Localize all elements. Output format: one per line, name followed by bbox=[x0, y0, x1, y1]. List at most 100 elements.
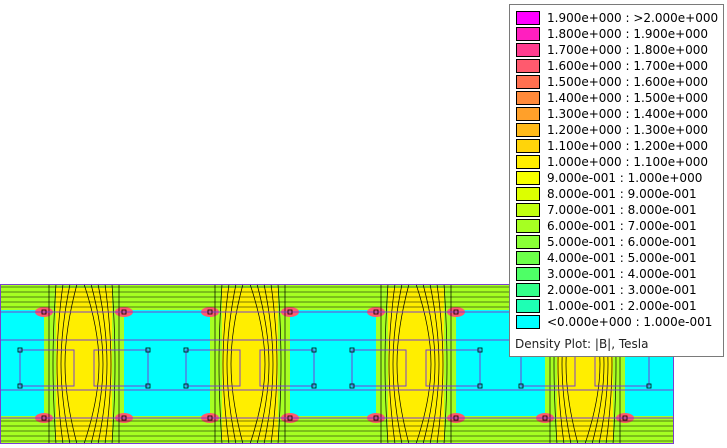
flux-line bbox=[388, 283, 396, 445]
pole-core-field bbox=[56, 288, 112, 440]
legend-color-swatch bbox=[516, 139, 540, 153]
flux-line bbox=[222, 283, 230, 445]
mesh-node bbox=[477, 383, 483, 389]
domain-boundary bbox=[0, 284, 674, 444]
mesh-node bbox=[207, 415, 213, 421]
mesh-node bbox=[311, 347, 317, 353]
mesh-node bbox=[349, 347, 355, 353]
legend-item: 3.000e-001 : 4.000e-001 bbox=[516, 267, 721, 283]
mesh-node bbox=[287, 309, 293, 315]
legend-item-label: 9.000e-001 : 1.000e+000 bbox=[547, 171, 703, 185]
legend-item-label: 1.100e+000 : 1.200e+000 bbox=[547, 139, 709, 153]
mesh-node bbox=[622, 415, 628, 421]
legend-color-swatch bbox=[516, 251, 540, 265]
legend-item-label: 1.900e+000 : >2.000e+000 bbox=[547, 11, 719, 25]
flux-line bbox=[104, 283, 112, 445]
legend-color-swatch bbox=[516, 235, 540, 249]
legend-item: 5.000e-001 : 6.000e-001 bbox=[516, 235, 721, 251]
flux-line bbox=[60, 283, 71, 445]
legend-color-swatch bbox=[516, 43, 540, 57]
mesh-node bbox=[145, 347, 151, 353]
flux-line bbox=[422, 283, 436, 445]
legend-item: 1.000e+000 : 1.100e+000 bbox=[516, 155, 721, 171]
legend-item: 1.600e+000 : 1.700e+000 bbox=[516, 59, 721, 75]
flux-line bbox=[256, 283, 270, 445]
legend-item: 9.000e-001 : 1.000e+000 bbox=[516, 171, 721, 187]
legend-item-label: 4.000e-001 : 5.000e-001 bbox=[547, 251, 697, 265]
legend-title: Density Plot: |B|, Tesla bbox=[515, 337, 649, 351]
mesh-node bbox=[373, 309, 379, 315]
mesh-node bbox=[477, 347, 483, 353]
coil-outline bbox=[351, 349, 407, 387]
color-legend: 1.900e+000 : >2.000e+000 1.800e+000 : 1.9… bbox=[509, 4, 724, 357]
mesh-node bbox=[41, 309, 47, 315]
legend-item-label: 1.700e+000 : 1.800e+000 bbox=[547, 43, 709, 57]
legend-color-swatch bbox=[516, 283, 540, 297]
legend-item: 4.000e-001 : 5.000e-001 bbox=[516, 251, 721, 267]
legend-item-label: 1.500e+000 : 1.600e+000 bbox=[547, 75, 709, 89]
legend-item: 1.700e+000 : 1.800e+000 bbox=[516, 43, 721, 59]
legend-color-swatch bbox=[516, 123, 540, 137]
legend-item-label: 1.300e+000 : 1.400e+000 bbox=[547, 107, 709, 121]
legend-item: 1.100e+000 : 1.200e+000 bbox=[516, 139, 721, 155]
flux-line bbox=[226, 283, 237, 445]
mesh-node bbox=[349, 383, 355, 389]
flux-line bbox=[277, 283, 282, 445]
mesh-node bbox=[311, 383, 317, 389]
legend-item-label: 3.000e-001 : 4.000e-001 bbox=[547, 267, 697, 281]
flux-line bbox=[249, 283, 266, 445]
legend-item: 1.900e+000 : >2.000e+000 bbox=[516, 11, 721, 27]
flux-line bbox=[270, 283, 278, 445]
flux-line bbox=[436, 283, 444, 445]
legend-item: <0.000e+000 : 1.000e-001 bbox=[516, 315, 721, 331]
legend-item: 1.800e+000 : 1.900e+000 bbox=[516, 27, 721, 43]
legend-item-label: 1.800e+000 : 1.900e+000 bbox=[547, 27, 709, 41]
legend-color-swatch bbox=[516, 203, 540, 217]
legend-item: 1.300e+000 : 1.400e+000 bbox=[516, 107, 721, 123]
mesh-node bbox=[207, 309, 213, 315]
legend-item: 1.200e+000 : 1.300e+000 bbox=[516, 123, 721, 139]
flux-line bbox=[384, 283, 389, 445]
flux-line bbox=[443, 283, 448, 445]
legend-item-label: 1.400e+000 : 1.500e+000 bbox=[547, 91, 709, 105]
legend-item-label: 7.000e-001 : 8.000e-001 bbox=[547, 203, 697, 217]
legend-color-swatch bbox=[516, 187, 540, 201]
legend-color-swatch bbox=[516, 59, 540, 73]
flux-line bbox=[83, 283, 100, 445]
mesh-node bbox=[41, 415, 47, 421]
legend-color-swatch bbox=[516, 267, 540, 281]
legend-item: 2.000e-001 : 3.000e-001 bbox=[516, 283, 721, 299]
flux-line bbox=[415, 283, 432, 445]
coil-outline bbox=[19, 349, 75, 387]
flux-line bbox=[396, 283, 410, 445]
flux-line bbox=[230, 283, 244, 445]
legend-item-label: 1.000e+000 : 1.100e+000 bbox=[547, 155, 709, 169]
flux-line bbox=[56, 283, 64, 445]
mesh-node bbox=[17, 383, 23, 389]
legend-color-swatch bbox=[516, 155, 540, 169]
model-geometry bbox=[0, 284, 674, 444]
mesh-node bbox=[287, 415, 293, 421]
legend-item: 7.000e-001 : 8.000e-001 bbox=[516, 203, 721, 219]
legend-color-swatch bbox=[516, 91, 540, 105]
legend-color-swatch bbox=[516, 11, 540, 25]
legend-color-swatch bbox=[516, 75, 540, 89]
flux-line bbox=[64, 283, 78, 445]
legend-item-label: 5.000e-001 : 6.000e-001 bbox=[547, 235, 697, 249]
legend-item: 1.500e+000 : 1.600e+000 bbox=[516, 75, 721, 91]
flux-line bbox=[429, 283, 440, 445]
legend-item-label: 2.000e-001 : 3.000e-001 bbox=[547, 283, 697, 297]
legend-item: 1.000e-001 : 2.000e-001 bbox=[516, 299, 721, 315]
legend-color-swatch bbox=[516, 315, 540, 329]
pole-core-field bbox=[388, 288, 444, 440]
mesh-node bbox=[183, 383, 189, 389]
legend-color-swatch bbox=[516, 171, 540, 185]
mesh-node bbox=[373, 415, 379, 421]
mesh-node bbox=[183, 347, 189, 353]
legend-item-label: 6.000e-001 : 7.000e-001 bbox=[547, 219, 697, 233]
legend-color-swatch bbox=[516, 219, 540, 233]
mesh-node bbox=[646, 383, 652, 389]
legend-item-label: <0.000e+000 : 1.000e-001 bbox=[547, 315, 713, 329]
mesh-node bbox=[121, 309, 127, 315]
legend-item-label: 8.000e-001 : 9.000e-001 bbox=[547, 187, 697, 201]
